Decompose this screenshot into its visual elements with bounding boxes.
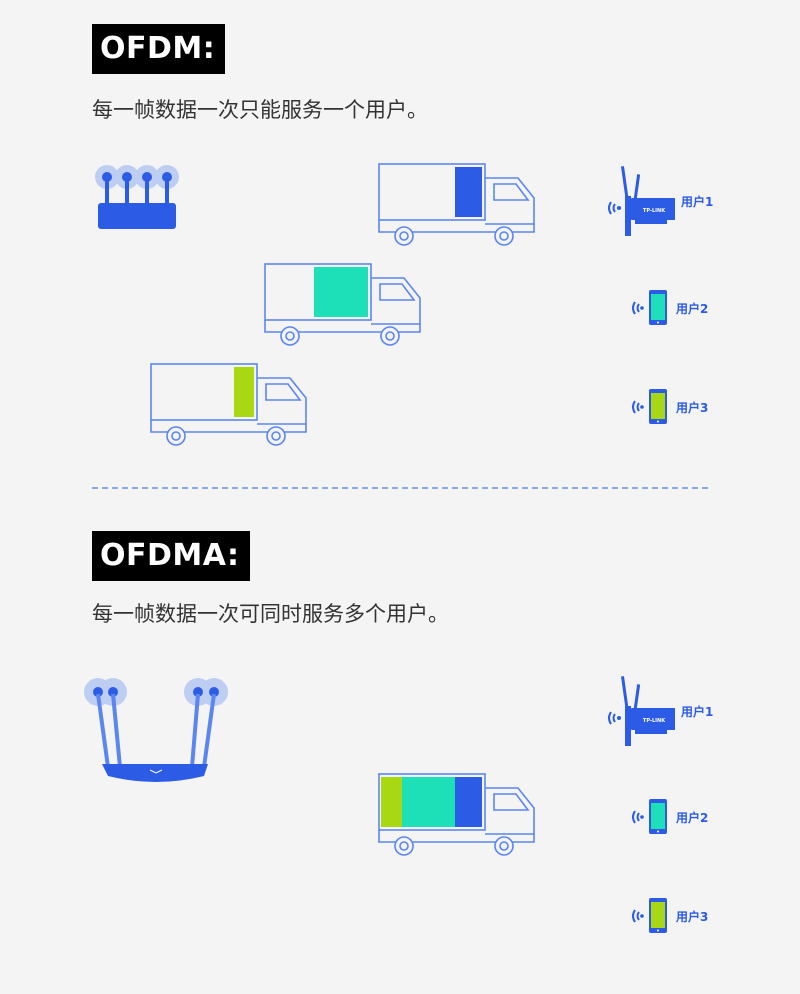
- cargo-block: [455, 777, 482, 827]
- ofdm-description: 每一帧数据一次只能服务一个用户。: [92, 98, 428, 122]
- ofdma-user-2: 用户2: [630, 798, 708, 836]
- phone-icon: [632, 290, 667, 325]
- ofdma-description: 每一帧数据一次可同时服务多个用户。: [92, 602, 449, 626]
- cargo-block: [402, 777, 455, 827]
- truck-3: [150, 363, 307, 446]
- ofdma-user-1: TP-LINK 用户1: [605, 676, 713, 746]
- router-icon: [84, 678, 228, 782]
- phone-icon: [632, 799, 667, 834]
- user-label: 用户2: [676, 810, 709, 825]
- phone-icon: [632, 389, 667, 424]
- user-label: 用户2: [676, 301, 709, 316]
- user-label: 用户3: [676, 400, 709, 415]
- ofdm-user-3: 用户3: [630, 388, 708, 426]
- user-label: 用户3: [676, 909, 709, 924]
- truck-2: [264, 263, 421, 346]
- ofdm-section: OFDM: 每一帧数据一次只能服务一个用户。: [0, 0, 800, 480]
- user-label: 用户1: [681, 704, 714, 719]
- router-icon: [95, 165, 179, 229]
- ofdm-title: OFDM:: [92, 24, 226, 74]
- pcie-wifi-card-icon: TP-LINK: [608, 166, 675, 236]
- pcie-wifi-card-icon: TP-LINK: [608, 676, 675, 746]
- cargo-block: [455, 167, 482, 217]
- svg-text:TP-LINK: TP-LINK: [643, 208, 666, 214]
- ofdm-user-1: TP-LINK 用户1: [605, 166, 713, 236]
- ofdma-title: OFDMA:: [92, 531, 250, 581]
- cargo-block: [314, 267, 368, 317]
- section-divider: [92, 487, 708, 489]
- phone-icon: [632, 898, 667, 933]
- ofdma-section: OFDMA: 每一帧数据一次可同时服务多个用户。: [0, 500, 800, 994]
- user-label: 用户1: [681, 194, 714, 209]
- cargo-block: [381, 777, 402, 827]
- ofdma-user-3: 用户3: [630, 897, 708, 935]
- truck-1: [378, 163, 535, 246]
- cargo-block: [234, 367, 254, 417]
- truck-multi: [378, 773, 535, 856]
- ofdm-user-2: 用户2: [630, 289, 708, 327]
- svg-text:TP-LINK: TP-LINK: [643, 718, 666, 724]
